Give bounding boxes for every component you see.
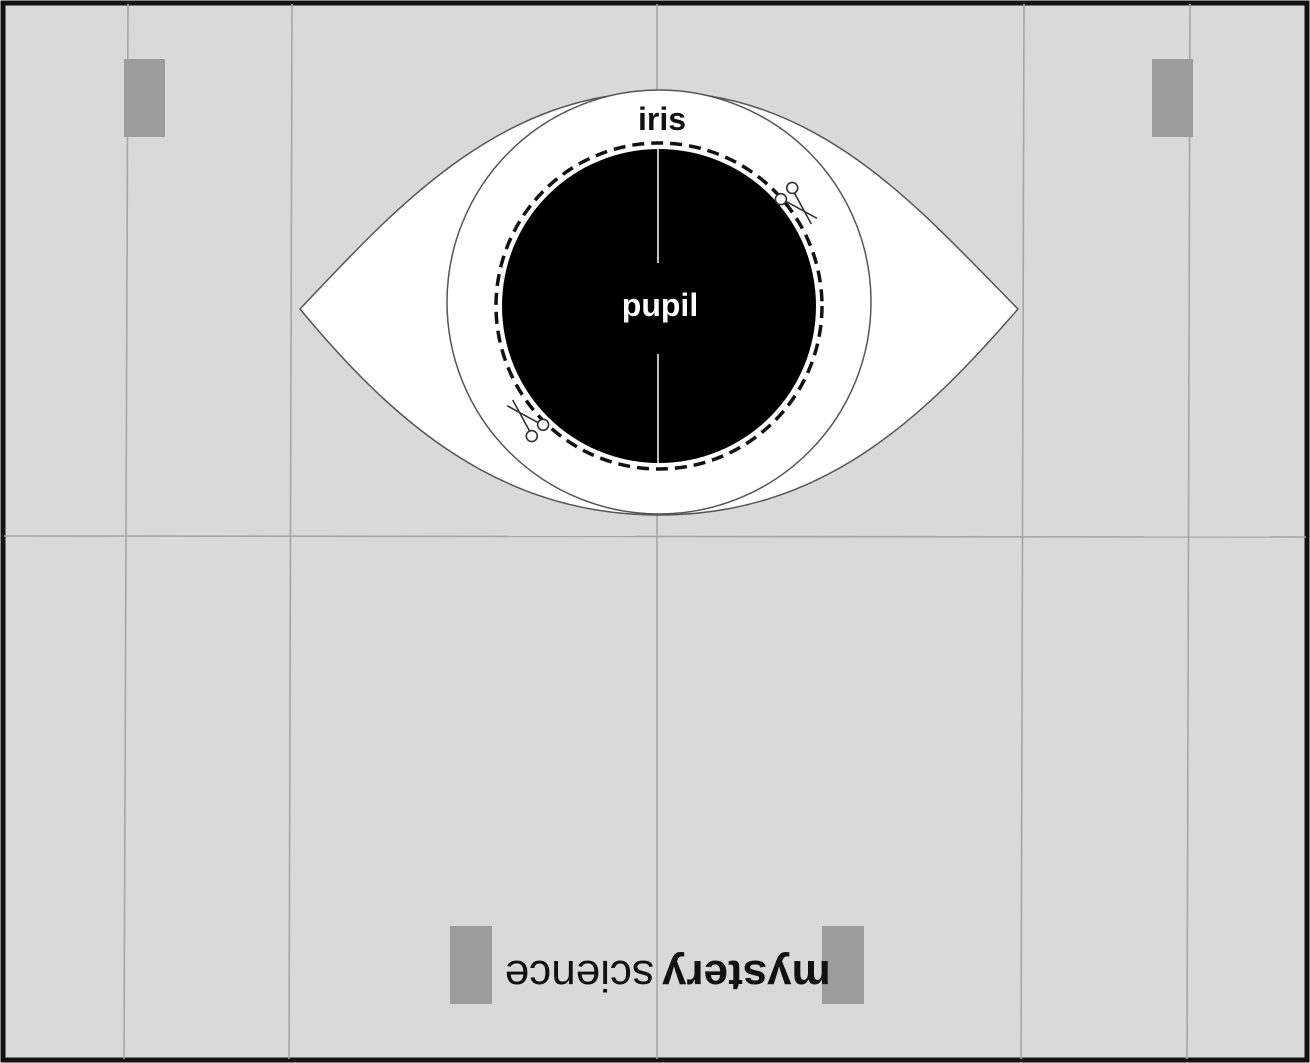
- tab-bottom-left: [450, 926, 492, 1004]
- tab-top-right: [1152, 59, 1193, 137]
- logo-word-mystery: mystery: [661, 951, 830, 1000]
- fold-line-h1: [4, 536, 1306, 537]
- logo-word-science: science: [505, 951, 654, 1000]
- iris-label: iris: [638, 101, 686, 137]
- mystery-science-logo: mystery science: [505, 951, 831, 1000]
- pupil-label: pupil: [622, 287, 698, 323]
- tab-top-left: [124, 59, 165, 137]
